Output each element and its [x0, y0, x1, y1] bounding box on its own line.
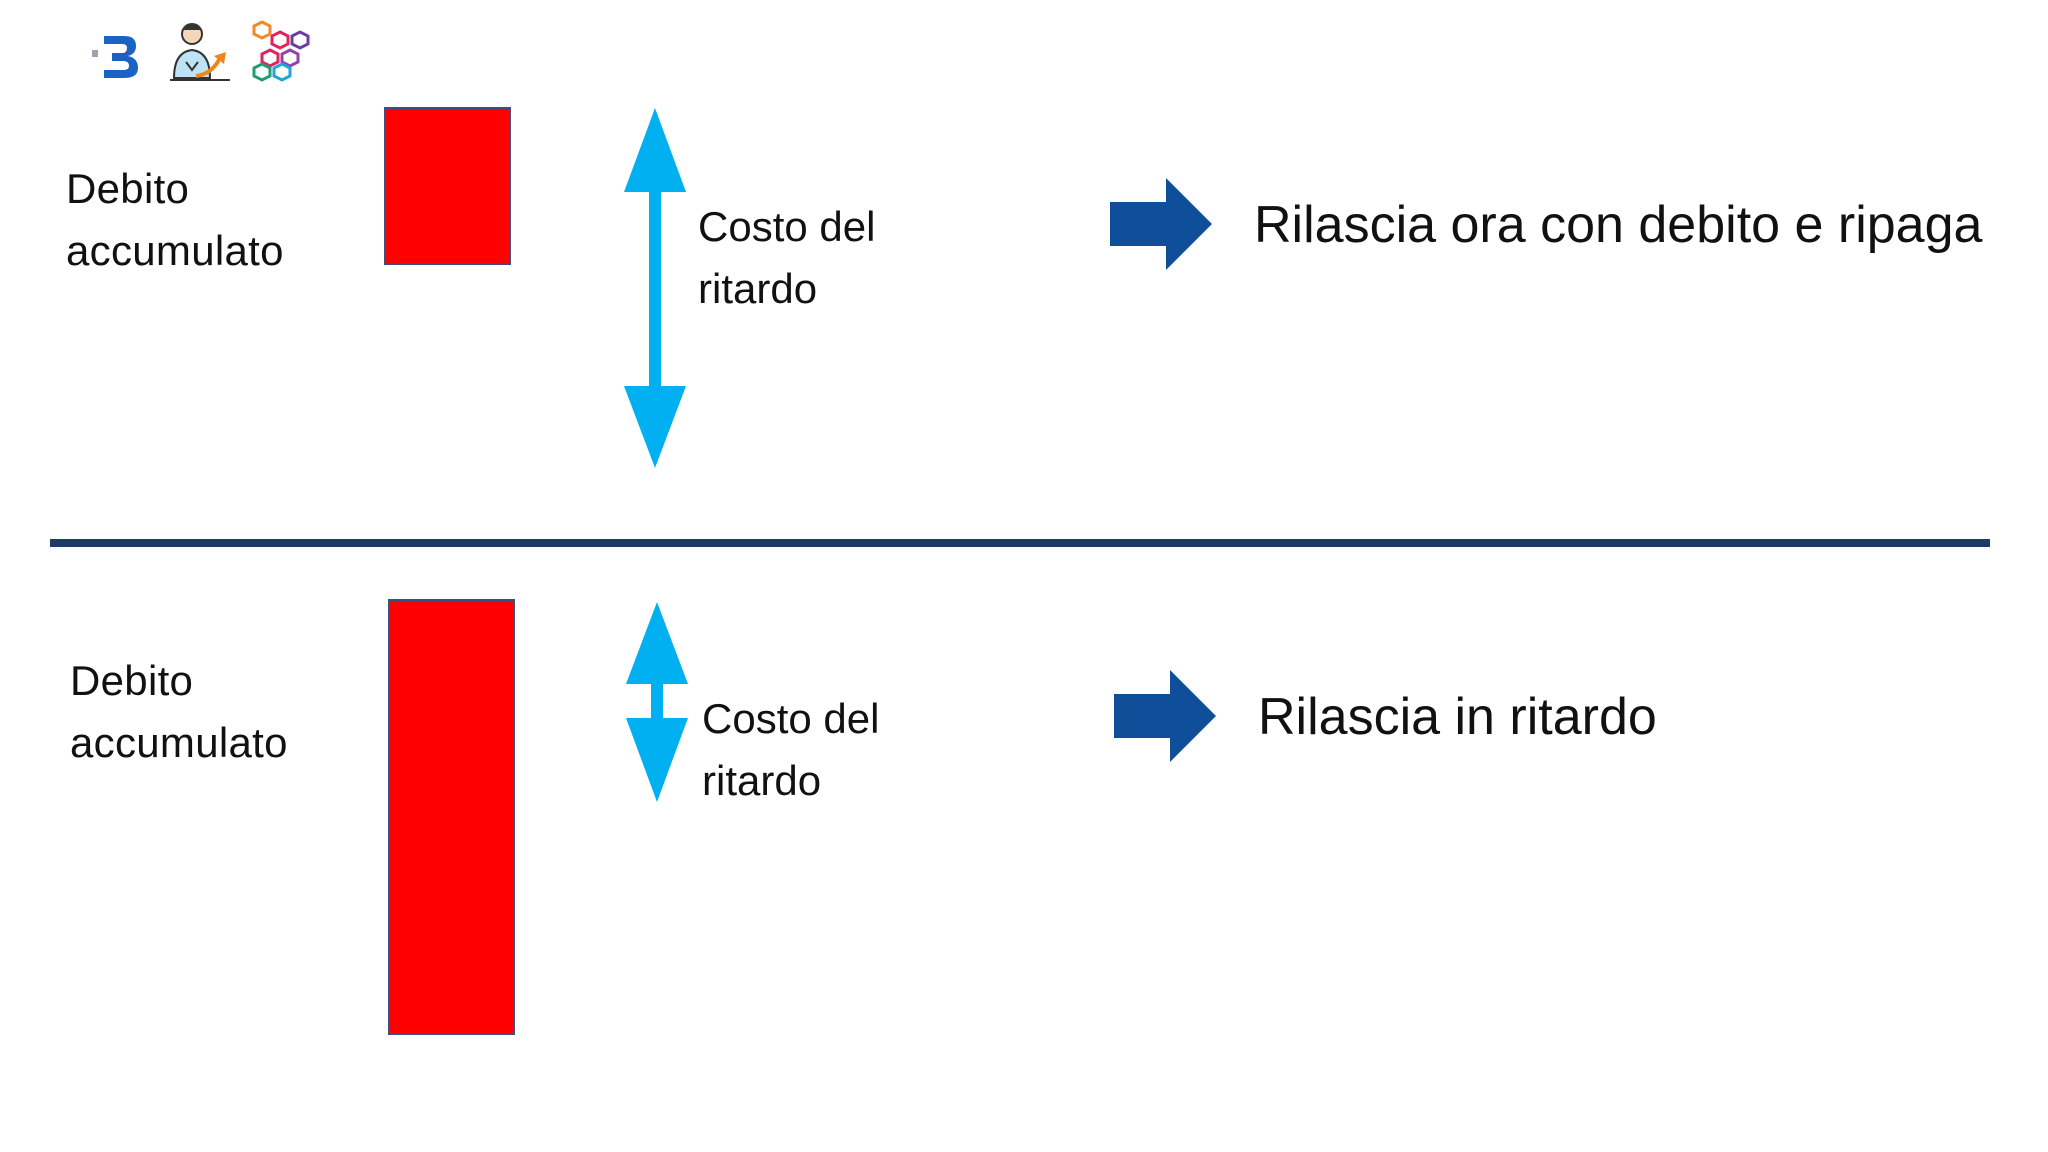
top-delay-double-arrow — [624, 108, 686, 468]
bottom-result-arrow-icon — [1114, 670, 1216, 762]
section-divider — [50, 539, 1990, 547]
top-result-label: Rilascia ora con debito e ripaga — [1254, 196, 1983, 254]
top-delay-label: Costo del ritardo — [698, 196, 875, 320]
top-debt-label-line2: accumulato — [66, 227, 284, 274]
hexagon-cluster-icon — [252, 20, 310, 82]
bottom-debt-label: Debito accumulato — [70, 650, 288, 774]
bottom-delay-label-line2: ritardo — [702, 757, 822, 804]
bottom-delay-label: Costo del ritardo — [702, 688, 879, 812]
top-debt-label: Debito accumulato — [66, 158, 284, 282]
top-debt-label-line1: Debito — [66, 165, 190, 212]
bottom-delay-double-arrow — [626, 602, 688, 802]
person-growth-icon — [170, 23, 230, 81]
bottom-debt-label-line1: Debito — [70, 657, 194, 704]
top-delay-label-line1: Costo del — [698, 203, 876, 250]
bottom-result-label: Rilascia in ritardo — [1258, 688, 1657, 746]
bottom-debt-bar — [388, 599, 515, 1035]
top-delay-label-line2: ritardo — [698, 265, 818, 312]
top-debt-bar — [384, 107, 511, 265]
bottom-debt-label-line2: accumulato — [70, 719, 288, 766]
b-logo-icon — [92, 36, 138, 78]
bottom-delay-label-line1: Costo del — [702, 695, 880, 742]
top-result-arrow-icon — [1110, 178, 1212, 270]
